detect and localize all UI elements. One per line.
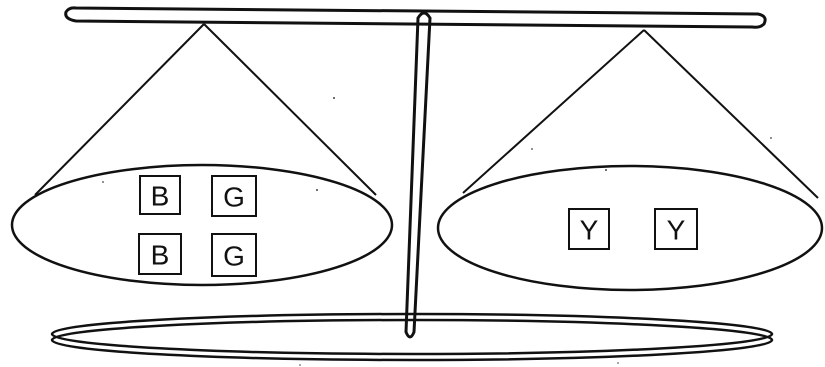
svg-text:B: B (151, 240, 170, 271)
svg-text:B: B (151, 181, 170, 212)
svg-text:Y: Y (580, 215, 599, 246)
block-y-2: Y (655, 209, 697, 249)
right-pan-blocks: Y Y (569, 209, 697, 249)
right-pan (438, 166, 822, 290)
right-pan-strings (463, 30, 818, 198)
scale-post (406, 13, 430, 337)
left-pan (12, 165, 392, 285)
scale-beam (66, 8, 765, 27)
block-g-1: G (212, 176, 256, 216)
svg-text:G: G (223, 182, 245, 213)
svg-text:Y: Y (667, 215, 686, 246)
left-pan-blocks: B G B G (139, 176, 256, 276)
block-y-1: Y (569, 209, 609, 249)
svg-text:G: G (223, 241, 245, 272)
left-pan-strings (35, 24, 376, 195)
block-b-2: B (139, 234, 181, 274)
block-g-2: G (212, 234, 256, 276)
block-b-1: B (140, 176, 180, 214)
